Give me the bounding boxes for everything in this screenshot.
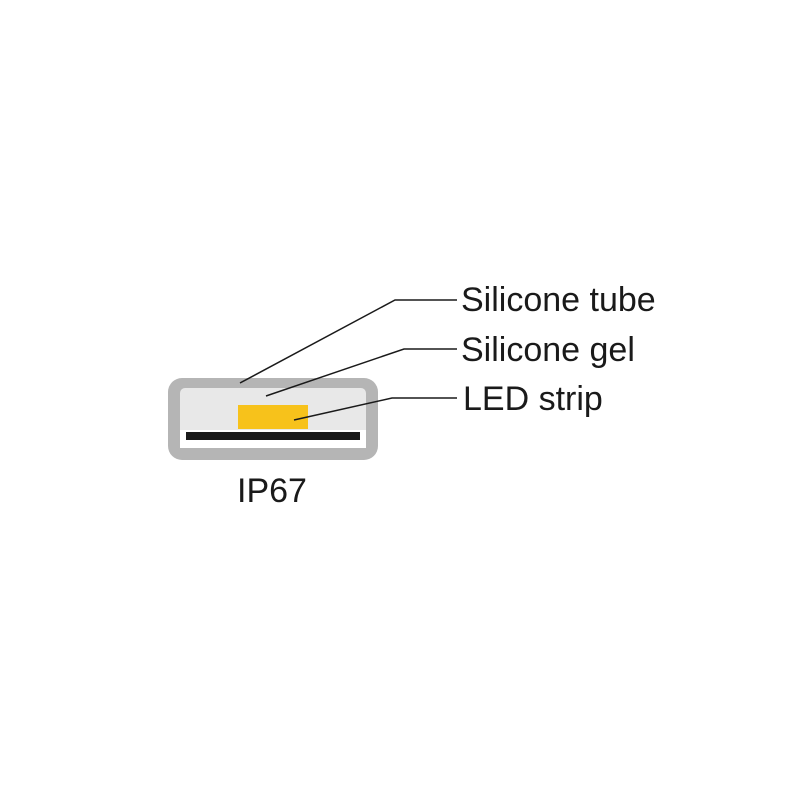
led-strip-label: LED strip — [463, 380, 603, 418]
silicone-tube-label: Silicone tube — [461, 281, 656, 319]
ip-rating-label: IP67 — [237, 472, 307, 510]
pcb-bar — [186, 432, 360, 440]
led-strip-leader-line — [293, 397, 457, 421]
led-chip — [238, 405, 308, 429]
silicone-gel-leader-line — [265, 348, 457, 397]
silicone-tube-leader-line — [239, 299, 457, 384]
silicone-gel-label: Silicone gel — [461, 331, 635, 369]
